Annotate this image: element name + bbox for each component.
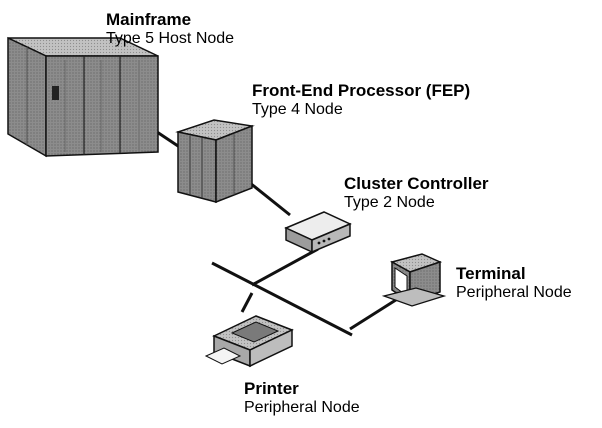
cluster-controller-label: Cluster Controller Type 2 Node [344,174,489,212]
mainframe-label: Mainframe Type 5 Host Node [106,10,234,48]
mainframe-icon [7,36,159,158]
terminal-title: Terminal [456,264,526,283]
front-end-processor-icon [175,119,255,204]
fep-title: Front-End Processor (FEP) [252,81,471,100]
terminal-icon [381,253,447,307]
terminal-subtitle: Peripheral Node [456,283,572,301]
printer-title: Printer [244,379,299,398]
link-cluster-bus [251,247,319,287]
cluster-controller-icon [284,211,352,254]
cluster-controller-subtitle: Type 2 Node [344,193,435,211]
network-bus [211,261,353,337]
link-bus-printer [240,292,254,313]
mainframe-subtitle: Type 5 Host Node [106,29,235,47]
fep-label: Front-End Processor (FEP) Type 4 Node [252,81,470,119]
mainframe-title: Mainframe [106,10,192,29]
link-fep-cluster [249,181,291,217]
fep-subtitle: Type 4 Node [252,100,343,118]
printer-subtitle: Peripheral Node [244,398,360,416]
cluster-controller-title: Cluster Controller [344,174,489,193]
printer-label: Printer Peripheral Node [244,379,360,417]
terminal-label: Terminal Peripheral Node [456,264,572,302]
printer-icon [204,315,294,368]
